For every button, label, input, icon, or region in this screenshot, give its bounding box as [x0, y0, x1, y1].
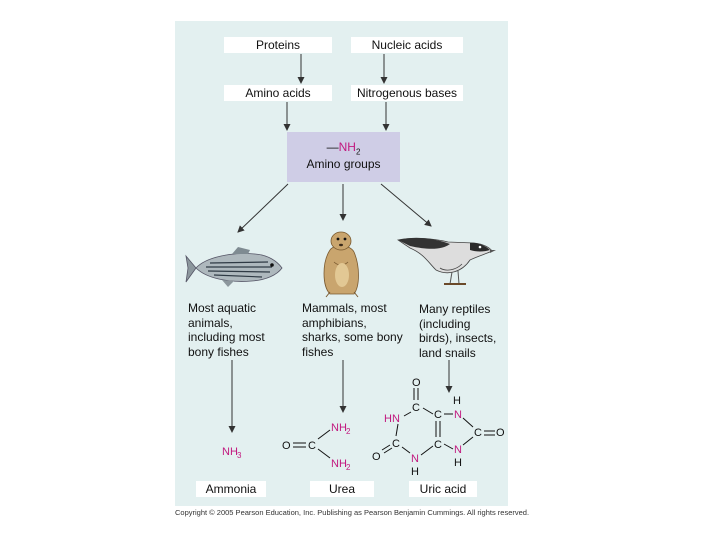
uric-n-right-top: N — [454, 409, 462, 421]
mammals-description: Mammals, most amphibians, sharks, some b… — [302, 301, 403, 359]
nitrogenous-bases-box: Nitrogenous bases — [351, 85, 463, 101]
urea-nh2-top-sub: 2 — [346, 427, 351, 436]
proteins-box: Proteins — [224, 37, 332, 53]
amino-acids-box: Amino acids — [224, 85, 332, 101]
uric-c-top: C — [412, 402, 420, 414]
fish-icon — [185, 247, 283, 287]
urea-o: O — [282, 440, 291, 452]
uric-o-left: O — [372, 451, 381, 463]
urea-c: C — [308, 440, 316, 452]
uric-n-right-bottom: N — [454, 444, 462, 456]
uric-c-mid-top: C — [434, 409, 442, 421]
aquatic-description: Most aquatic animals, including most bon… — [188, 301, 265, 359]
urea-nh2-bottom: NH — [331, 458, 347, 470]
amino-group-formula: —NH2 — [326, 140, 361, 157]
uric-o-top: O — [412, 377, 421, 389]
uric-h-right-bottom: H — [454, 457, 462, 469]
reptiles-description: Many reptiles (including birds), insects… — [419, 302, 497, 360]
uric-acid-box: Uric acid — [409, 481, 477, 497]
copyright-notice: Copyright © 2005 Pearson Education, Inc.… — [175, 508, 530, 517]
uric-acid-structure: O C H N HN C C C O N H C O N H — [372, 377, 505, 478]
prairie-dog-icon — [323, 231, 359, 298]
urea-structure: O C NH 2 NH 2 — [282, 422, 351, 472]
bird-icon — [396, 237, 496, 285]
ammonia-sub: 3 — [237, 451, 242, 460]
uric-h-right-top: H — [453, 395, 461, 407]
arrow-to-fish — [237, 183, 289, 233]
uric-c-mid-bottom: C — [434, 439, 442, 451]
uric-n-bottom: N — [411, 453, 419, 465]
uric-o-right: O — [496, 427, 505, 439]
nucleic-acids-box: Nucleic acids — [351, 37, 463, 53]
ammonia-nh: NH — [222, 446, 238, 458]
amino-groups-label: Amino groups — [306, 157, 381, 172]
amino-groups-box: —NH2 Amino groups — [287, 132, 400, 182]
uric-c-right: C — [474, 427, 482, 439]
urea-nh2-bottom-sub: 2 — [346, 463, 351, 472]
flow-arrows — [228, 54, 453, 433]
urea-nh2-top: NH — [331, 422, 347, 434]
ammonia-structure: NH 3 — [222, 446, 242, 460]
uric-h-bottom: H — [411, 466, 419, 478]
uric-c-left: C — [392, 438, 400, 450]
arrow-to-bird — [380, 183, 432, 227]
urea-box: Urea — [310, 481, 374, 497]
ammonia-box: Ammonia — [196, 481, 266, 497]
uric-hn-left: HN — [384, 413, 400, 425]
